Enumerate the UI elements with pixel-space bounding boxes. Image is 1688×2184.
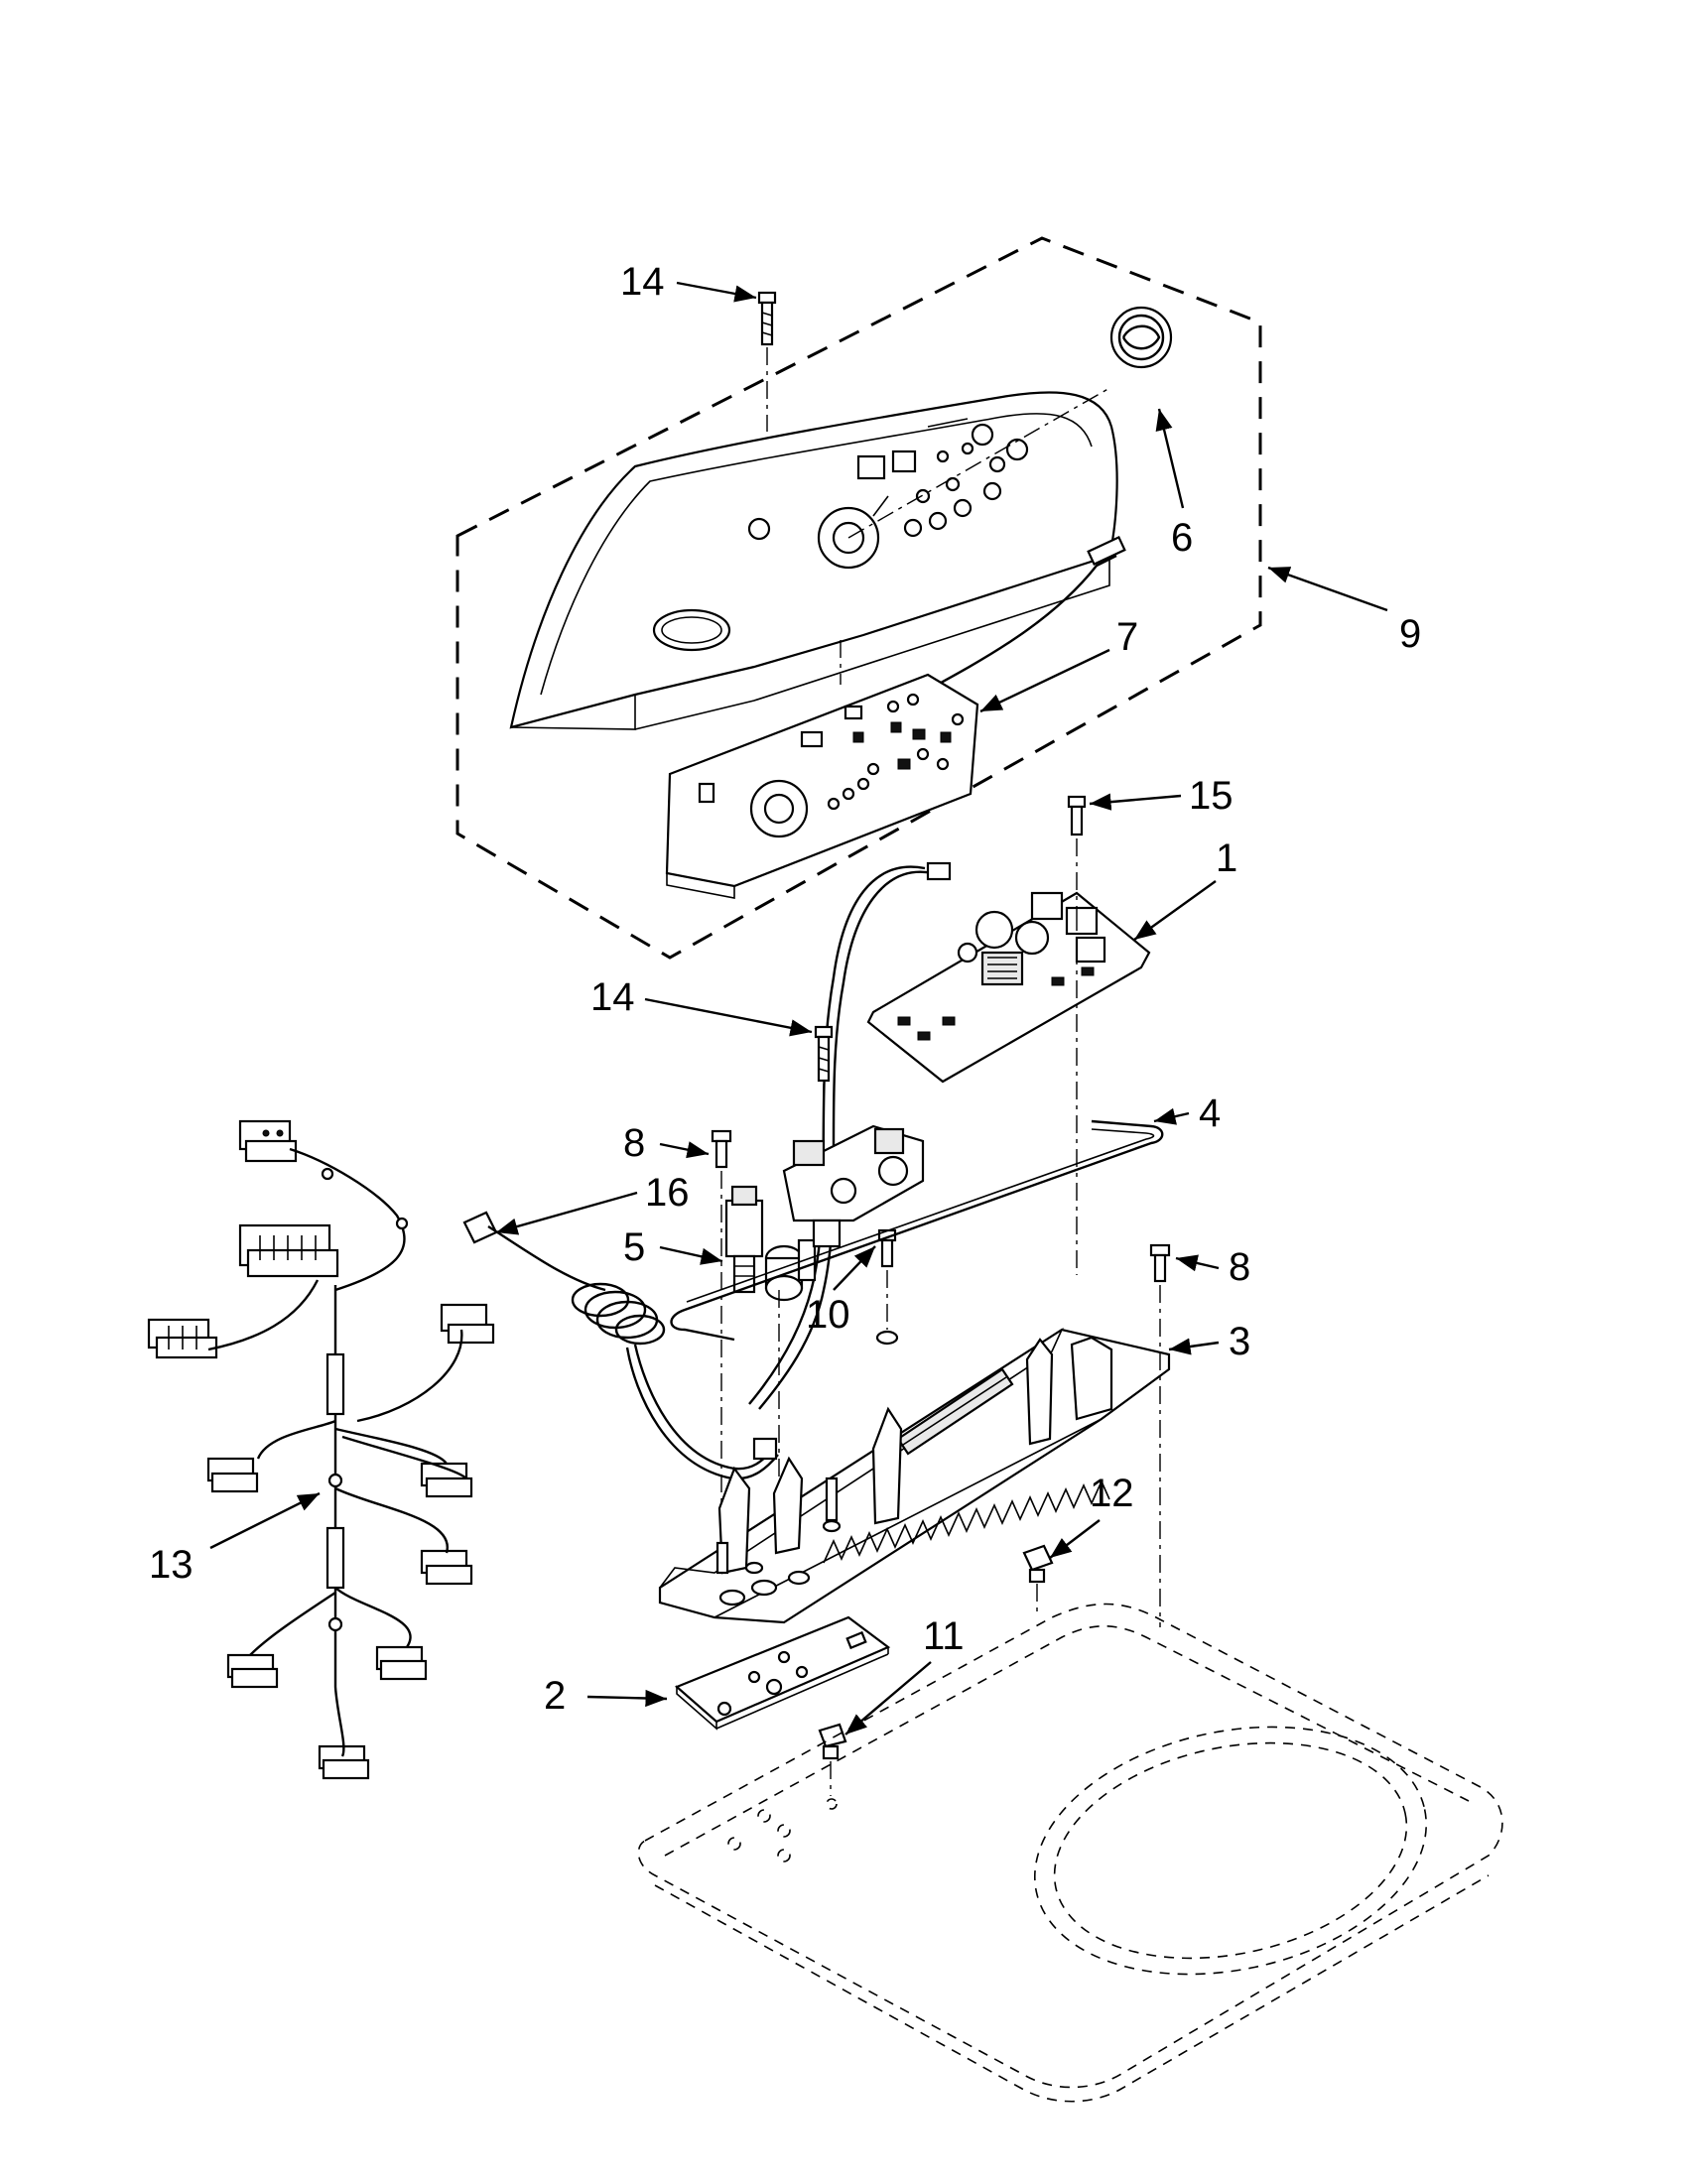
console-assembly-boundary <box>455 236 1262 960</box>
leader-16 <box>495 1191 638 1235</box>
leader-3 <box>1168 1338 1220 1355</box>
interface-cable <box>670 1119 1164 1342</box>
reinforcement-plate <box>674 1615 891 1731</box>
callout-8-left: 8 <box>623 1121 645 1165</box>
leader-9 <box>1267 566 1388 612</box>
leader-8a <box>659 1141 710 1159</box>
callout-3: 3 <box>1229 1320 1250 1363</box>
base-mount-screw-right <box>1149 1243 1171 1283</box>
clip-nut-11 <box>818 1723 847 1760</box>
leader-13 <box>209 1491 321 1550</box>
board-screw <box>1067 795 1087 836</box>
callout-1: 1 <box>1216 836 1237 880</box>
callout-13: 13 <box>149 1543 194 1587</box>
console-base <box>658 1327 1171 1624</box>
main-wire-harness <box>147 1119 495 1780</box>
leader-6 <box>1155 408 1185 509</box>
leader-10 <box>833 1245 876 1291</box>
leader-14a <box>676 281 757 303</box>
callout-8-right: 8 <box>1229 1245 1250 1289</box>
knob-centerline <box>847 386 1112 539</box>
valve-mount-screw-left <box>711 1129 732 1169</box>
user-interface-board <box>665 673 979 899</box>
leader-14b <box>644 997 813 1037</box>
callout-16: 16 <box>645 1171 690 1215</box>
board-harness <box>758 870 934 1410</box>
washer <box>875 1330 899 1346</box>
leader-8b <box>1175 1254 1220 1272</box>
leader-4 <box>1153 1107 1190 1125</box>
callout-10: 10 <box>806 1293 850 1337</box>
leader-12 <box>1049 1519 1101 1559</box>
callout-11: 11 <box>923 1614 965 1658</box>
console-panel <box>509 391 1118 730</box>
power-control-board <box>866 891 1151 1084</box>
leader-7 <box>979 648 1110 713</box>
clip-nut-12 <box>1022 1544 1054 1584</box>
callout-2: 2 <box>544 1674 566 1718</box>
callout-9: 9 <box>1399 612 1421 656</box>
callout-14-mid: 14 <box>590 975 635 1019</box>
leader-15 <box>1089 793 1182 811</box>
control-knob <box>1109 306 1173 369</box>
callout-15: 15 <box>1189 774 1234 818</box>
callout-12: 12 <box>1090 1472 1134 1515</box>
leader-2 <box>586 1689 668 1708</box>
console-screw <box>757 291 777 346</box>
leader-1 <box>1133 880 1217 941</box>
water-valve <box>724 1124 925 1302</box>
leader-11 <box>844 1661 932 1735</box>
callout-7: 7 <box>1116 615 1138 659</box>
callout-6: 6 <box>1171 516 1193 560</box>
callout-5: 5 <box>623 1225 645 1269</box>
callout-14-top: 14 <box>620 260 665 304</box>
callout-4: 4 <box>1199 1092 1221 1135</box>
leader-5 <box>659 1245 723 1265</box>
cabinet-top-ghost <box>637 1603 1503 2103</box>
valve-screw <box>814 1025 834 1083</box>
